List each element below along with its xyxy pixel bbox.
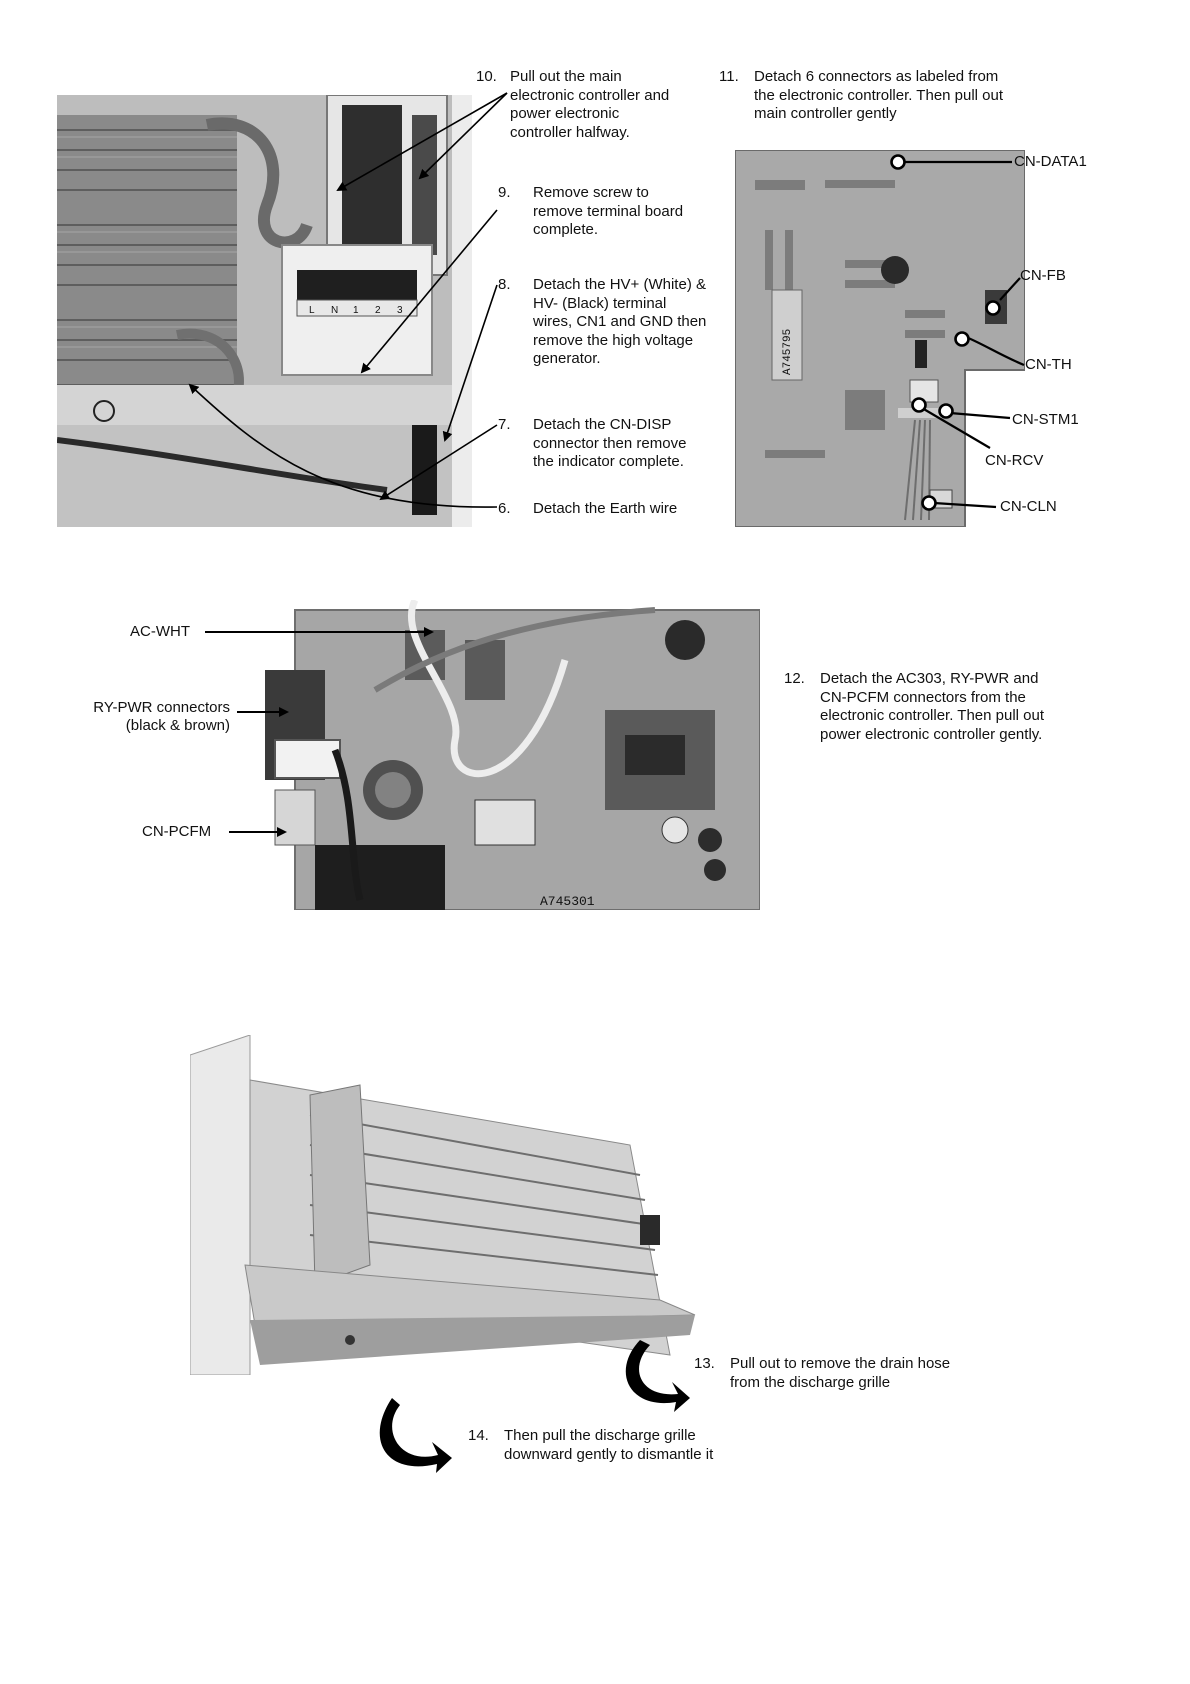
step-6-number: 6. — [498, 500, 511, 517]
terminal-label-3: 3 — [397, 305, 403, 316]
step-10: 10. Pull out the main electronic control… — [476, 68, 736, 148]
label-ac-wht: AC-WHT — [130, 623, 190, 640]
step14-curved-arrow — [379, 1398, 452, 1473]
step-9: 9. Remove screw to remove terminal board… — [498, 184, 738, 244]
discharge-grille-photo — [190, 1035, 705, 1375]
power-controller-board-photo: A745301 — [265, 600, 760, 910]
step-11: 11. Detach 6 connectors as labeled from … — [719, 68, 1049, 128]
label-cn-data1: CN-DATA1 — [1014, 153, 1087, 170]
step-11-text: Detach 6 connectors as labeled from the … — [754, 68, 1004, 122]
step-14-text: Then pull the discharge grille downward … — [504, 1427, 714, 1463]
step13-curved-arrow — [625, 1340, 690, 1412]
terminal-label-2: 2 — [375, 305, 381, 316]
step-6: 6. Detach the Earth wire — [498, 500, 738, 522]
step-9-text: Remove screw to remove terminal board co… — [533, 184, 684, 238]
step-10-text: Pull out the main electronic controller … — [510, 68, 670, 141]
main-board-print: A745795 — [782, 329, 794, 375]
step-8-text: Detach the HV+ (White) & HV- (Black) ter… — [533, 276, 707, 367]
power-board-print: A745301 — [540, 894, 595, 909]
step-13-number: 13. — [694, 1355, 715, 1372]
step-14: 14. Then pull the discharge grille downw… — [468, 1427, 768, 1467]
step-10-number: 10. — [476, 68, 497, 85]
label-cn-rcv: CN-RCV — [985, 452, 1044, 469]
label-ry-pwr: RY-PWR connectors (black & brown) — [93, 699, 230, 734]
label-cn-cln: CN-CLN — [1000, 498, 1057, 515]
step-13-text: Pull out to remove the drain hose from t… — [730, 1355, 951, 1391]
step-14-number: 14. — [468, 1427, 489, 1444]
indoor-unit-interior-photo: L N 1 2 3 — [57, 95, 472, 527]
step-12-number: 12. — [784, 670, 805, 687]
terminal-label-n: N — [331, 305, 338, 316]
terminal-label-1: 1 — [353, 305, 359, 316]
label-cn-stm1: CN-STM1 — [1012, 411, 1079, 428]
main-controller-board-photo: A745795 — [735, 150, 1025, 527]
step-13: 13. Pull out to remove the drain hose fr… — [694, 1355, 994, 1395]
label-cn-th: CN-TH — [1025, 356, 1072, 373]
step-11-number: 11. — [719, 68, 739, 85]
step-8-number: 8. — [498, 276, 511, 293]
step-7-text: Detach the CN-DISP connector then remove… — [533, 416, 687, 470]
label-cn-fb: CN-FB — [1020, 267, 1066, 284]
step-12-text: Detach the AC303, RY-PWR and CN-PCFM con… — [820, 670, 1045, 743]
step-8: 8. Detach the HV+ (White) & HV- (Black) … — [498, 276, 738, 371]
step-9-number: 9. — [498, 184, 511, 201]
label-cn-pcfm: CN-PCFM — [142, 823, 212, 840]
terminal-label-l: L — [309, 305, 315, 316]
step-12: 12. Detach the AC303, RY-PWR and CN-PCFM… — [784, 670, 1114, 750]
step-7: 7. Detach the CN-DISP connector then rem… — [498, 416, 738, 476]
step-7-number: 7. — [498, 416, 511, 433]
step-6-text: Detach the Earth wire — [533, 500, 678, 517]
